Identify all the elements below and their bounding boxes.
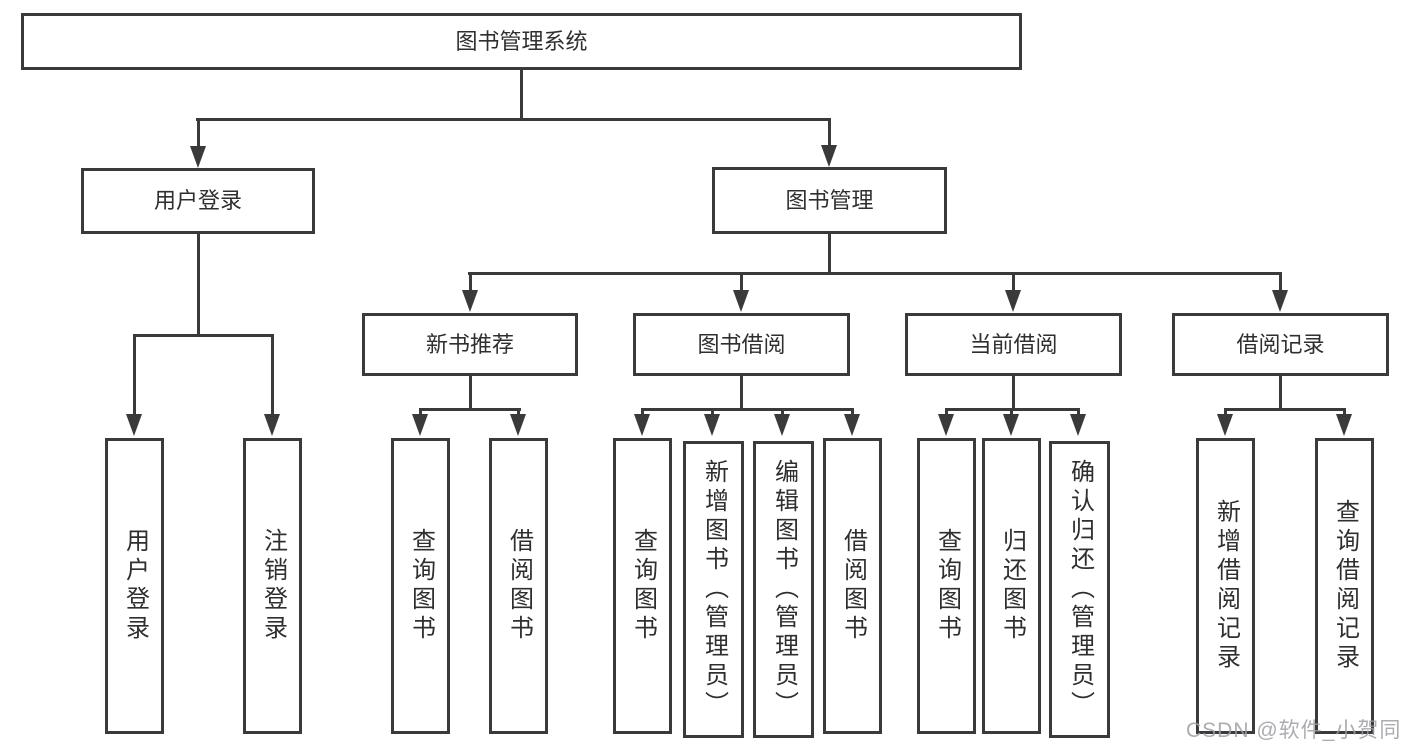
- leaf-borrow-books-recommend: 借阅图书: [489, 438, 548, 734]
- arrow-down-icon: [126, 414, 142, 436]
- arrow-down-icon: [733, 290, 749, 312]
- connector-line: [133, 334, 274, 337]
- arrow-down-icon: [1272, 290, 1288, 312]
- leaf-borrow-books-borrowing: 借阅图书: [823, 438, 882, 734]
- leaf-query-books-borrowing: 查询图书: [613, 438, 672, 734]
- arrow-down-icon: [461, 290, 478, 312]
- connector-line: [419, 408, 521, 411]
- leaf-edit-books-admin: 编辑图书（管理员）: [753, 441, 814, 738]
- connector-line: [851, 408, 854, 418]
- arrow-down-icon: [774, 414, 790, 436]
- leaf-return-books: 归还图书: [982, 438, 1041, 734]
- connector-line: [1224, 408, 1227, 418]
- connector-line: [1343, 408, 1346, 418]
- connector-line: [1010, 408, 1013, 418]
- arrow-down-icon: [1336, 414, 1352, 436]
- node-borrowing-records: 借阅记录: [1172, 313, 1389, 376]
- arrow-down-icon: [510, 414, 526, 436]
- arrow-down-icon: [1003, 414, 1019, 436]
- connector-line: [196, 118, 200, 150]
- connector-line: [1012, 374, 1015, 411]
- leaf-query-books-current: 查询图书: [917, 438, 976, 734]
- leaf-add-books-admin: 新增图书（管理员）: [683, 441, 744, 738]
- connector-line: [196, 118, 831, 121]
- leaf-confirm-return-admin: 确认归还（管理员）: [1049, 441, 1110, 738]
- connector-line: [271, 334, 274, 416]
- connector-line: [828, 232, 831, 275]
- node-library-management-system: 图书管理系统: [21, 13, 1022, 70]
- node-current-borrowing: 当前借阅: [905, 313, 1122, 376]
- node-user-login: 用户登录: [81, 168, 315, 234]
- csdn-watermark: CSDN @软件_小贺同学: [1186, 719, 1402, 742]
- connector-line: [1224, 408, 1346, 411]
- node-new-book-recommendation: 新书推荐: [362, 313, 578, 376]
- leaf-logout-login: 注销登录: [243, 438, 302, 734]
- arrow-down-icon: [1217, 414, 1233, 436]
- leaf-user-login: 用户登录: [105, 438, 164, 734]
- connector-line: [740, 272, 743, 292]
- connector-line: [196, 232, 200, 336]
- connector-line: [468, 272, 1282, 275]
- connector-line: [1279, 272, 1282, 292]
- arrow-down-icon: [1005, 290, 1021, 312]
- connector-line: [641, 408, 644, 418]
- connector-line: [1077, 408, 1080, 418]
- connector-line: [828, 118, 831, 150]
- connector-line: [781, 408, 784, 418]
- node-book-management: 图书管理: [712, 167, 947, 234]
- connector-line: [945, 408, 948, 418]
- connector-line: [468, 374, 472, 411]
- connector-line: [711, 408, 714, 418]
- connector-line: [519, 69, 523, 119]
- connector-line: [133, 334, 136, 416]
- arrow-down-icon: [412, 414, 428, 436]
- arrow-down-icon: [634, 414, 650, 436]
- connector-line: [517, 408, 520, 418]
- arrow-down-icon: [264, 414, 280, 436]
- arrow-down-icon: [1070, 414, 1086, 436]
- leaf-add-borrow-record: 新增借阅记录: [1196, 438, 1255, 734]
- leaf-query-books-recommend: 查询图书: [391, 438, 450, 734]
- node-book-borrowing: 图书借阅: [633, 313, 850, 376]
- arrow-down-icon: [704, 414, 720, 436]
- connector-line: [1279, 374, 1282, 411]
- connector-line: [641, 408, 854, 411]
- leaf-query-borrow-record: 查询借阅记录: [1315, 438, 1374, 734]
- connector-line: [740, 374, 743, 411]
- connector-line: [1012, 272, 1015, 292]
- arrow-down-icon: [821, 145, 837, 167]
- arrow-down-icon: [189, 146, 206, 168]
- connector-line: [419, 408, 422, 418]
- arrow-down-icon: [844, 414, 860, 436]
- arrow-down-icon: [938, 414, 954, 436]
- connector-line: [468, 272, 472, 292]
